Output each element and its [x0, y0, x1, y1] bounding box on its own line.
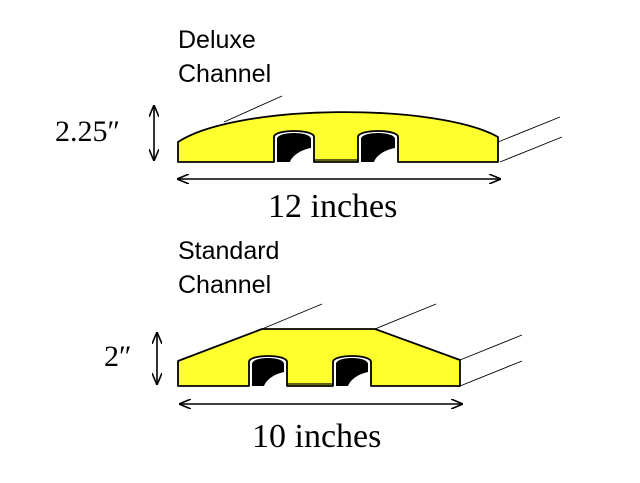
- standard-channel-left: [252, 358, 284, 386]
- deluxe-depth-lines: [223, 95, 563, 163]
- standard-title-line1: Standard: [178, 237, 279, 265]
- standard-channel-right: [336, 358, 368, 386]
- standard-height-label: 2″: [104, 340, 132, 373]
- deluxe-title-line1: Deluxe: [178, 26, 256, 54]
- deluxe-channel-group: Deluxe Channel 2.25″ 12 inches: [55, 26, 563, 225]
- deluxe-title-line2: Channel: [178, 60, 271, 88]
- deluxe-channel-right: [361, 133, 395, 162]
- deluxe-width-label: 12 inches: [268, 188, 397, 225]
- deluxe-profile: [177, 111, 499, 163]
- deluxe-height-label: 2.25″: [55, 115, 120, 148]
- standard-channel-group: Standard Channel 2″ 10 inches: [104, 237, 523, 455]
- deluxe-channel-left: [277, 133, 311, 162]
- standard-title-line2: Channel: [178, 271, 271, 299]
- standard-depth-lines: [261, 303, 523, 387]
- standard-width-label: 10 inches: [252, 418, 381, 455]
- standard-profile: [177, 328, 461, 387]
